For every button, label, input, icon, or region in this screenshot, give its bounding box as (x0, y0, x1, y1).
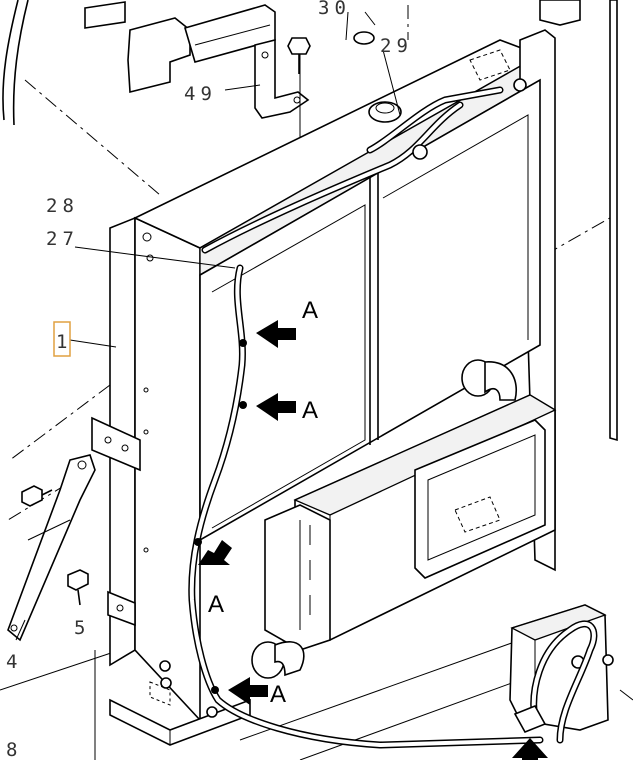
washer-part (353, 31, 375, 45)
oil-cooler (251, 359, 557, 679)
top-hose (201, 86, 504, 254)
bolts-left (21, 485, 89, 606)
view-arrow-a4 (228, 677, 268, 705)
callout-1-highlight-box (53, 321, 71, 357)
view-arrow-a2 (256, 393, 296, 421)
callout-5: 5 (74, 617, 90, 639)
callout-1: 1 (56, 331, 72, 353)
view-arrow-bottom (512, 738, 548, 760)
filler-cap (368, 78, 527, 160)
left-edge-cable (2, 0, 19, 121)
side-hose (188, 264, 544, 749)
reference-lines (0, 5, 616, 760)
callout-4: 4 (6, 651, 22, 673)
callout-27: 27 (46, 228, 79, 250)
top-bracket-parts (84, 0, 581, 94)
callout-labels: 30 29 49 28 27 1 5 4 8 (6, 0, 413, 760)
column-brackets (91, 416, 141, 627)
callout-8: 8 (6, 739, 22, 760)
bracket-part-49 (254, 38, 310, 150)
view-arrow-a1 (256, 320, 296, 348)
hidden-detail-top (469, 49, 511, 81)
view-marker-a1: A (302, 297, 318, 324)
view-arrow-a3 (198, 540, 232, 565)
vertical-rod (609, 0, 618, 442)
view-marker-a3: A (208, 591, 224, 618)
reservoir-tank (509, 604, 614, 744)
bolt-part-30 (287, 37, 311, 74)
callout-30: 30 (318, 0, 351, 19)
strap-part-4 (7, 454, 96, 642)
view-marker-a4: A (270, 681, 286, 708)
frame-fasteners (142, 232, 218, 718)
view-marker-a2: A (302, 397, 318, 424)
callout-49: 49 (184, 83, 217, 105)
view-marker-labels: A A A A (208, 297, 318, 708)
leader-lines (15, 11, 401, 641)
callout-29: 29 (380, 35, 413, 57)
callout-28: 28 (46, 195, 79, 217)
hose-clamps (194, 339, 247, 694)
